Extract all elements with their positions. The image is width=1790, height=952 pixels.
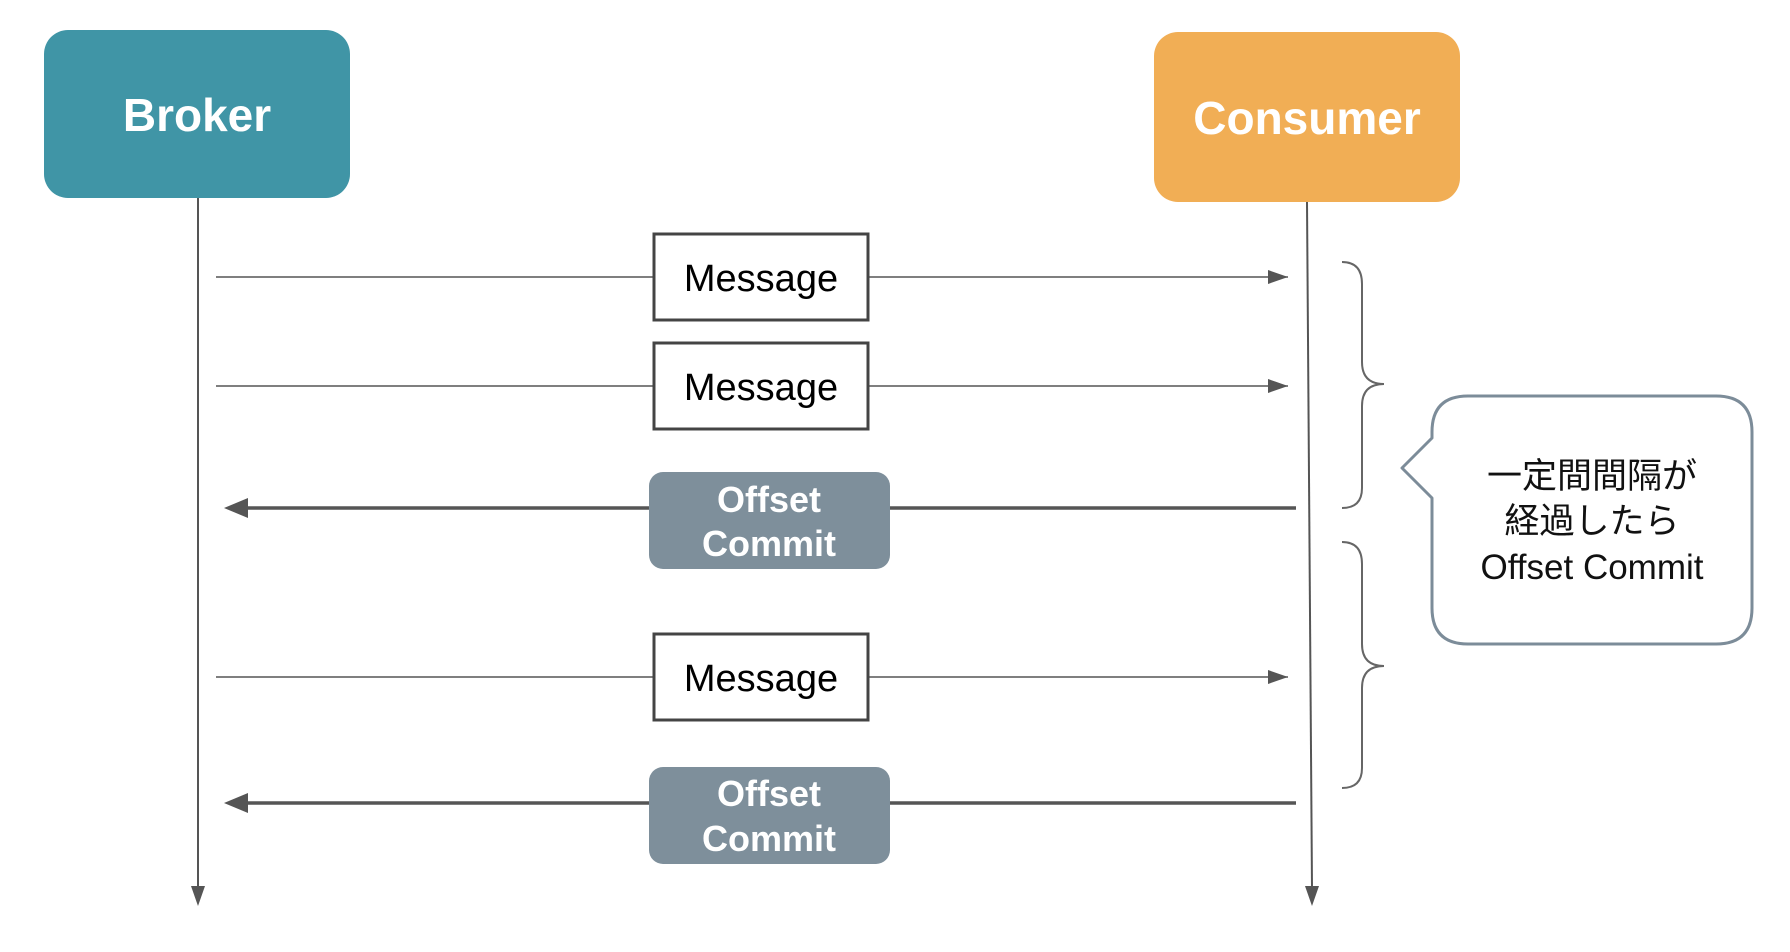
interval-note: 一定間間隔が 経過したら Offset Commit <box>1400 394 1754 646</box>
message-label: Message <box>684 658 838 700</box>
commit-row-1: Offset Commit <box>224 472 1296 569</box>
message-row-3: Message <box>216 632 1288 722</box>
brace-1-icon <box>1341 261 1385 509</box>
brace-2-icon <box>1341 541 1385 789</box>
note-line-2: 経過したら <box>1504 502 1679 541</box>
consumer-label: Consumer <box>1193 92 1421 144</box>
commit-label-line-1: Offset <box>717 773 821 814</box>
message-row-2: Message <box>216 341 1288 431</box>
note-line-1: 一定間間隔が <box>1487 457 1697 496</box>
consumer-actor: Consumer <box>1154 32 1460 202</box>
note-bubble <box>1400 394 1754 646</box>
broker-label: Broker <box>123 89 271 141</box>
commit-label-line-1: Offset <box>717 479 821 520</box>
broker-actor: Broker <box>44 30 350 198</box>
message-row-1: Message <box>216 232 1288 322</box>
broker-lifeline <box>191 198 205 906</box>
commit-row-2: Offset Commit <box>224 767 1296 864</box>
commit-label-line-2: Commit <box>702 818 836 859</box>
consumer-lifeline <box>1305 201 1319 906</box>
message-label: Message <box>684 258 838 300</box>
commit-label-line-2: Commit <box>702 523 836 564</box>
message-label: Message <box>684 367 838 409</box>
note-line-3: Offset Commit <box>1480 548 1703 587</box>
